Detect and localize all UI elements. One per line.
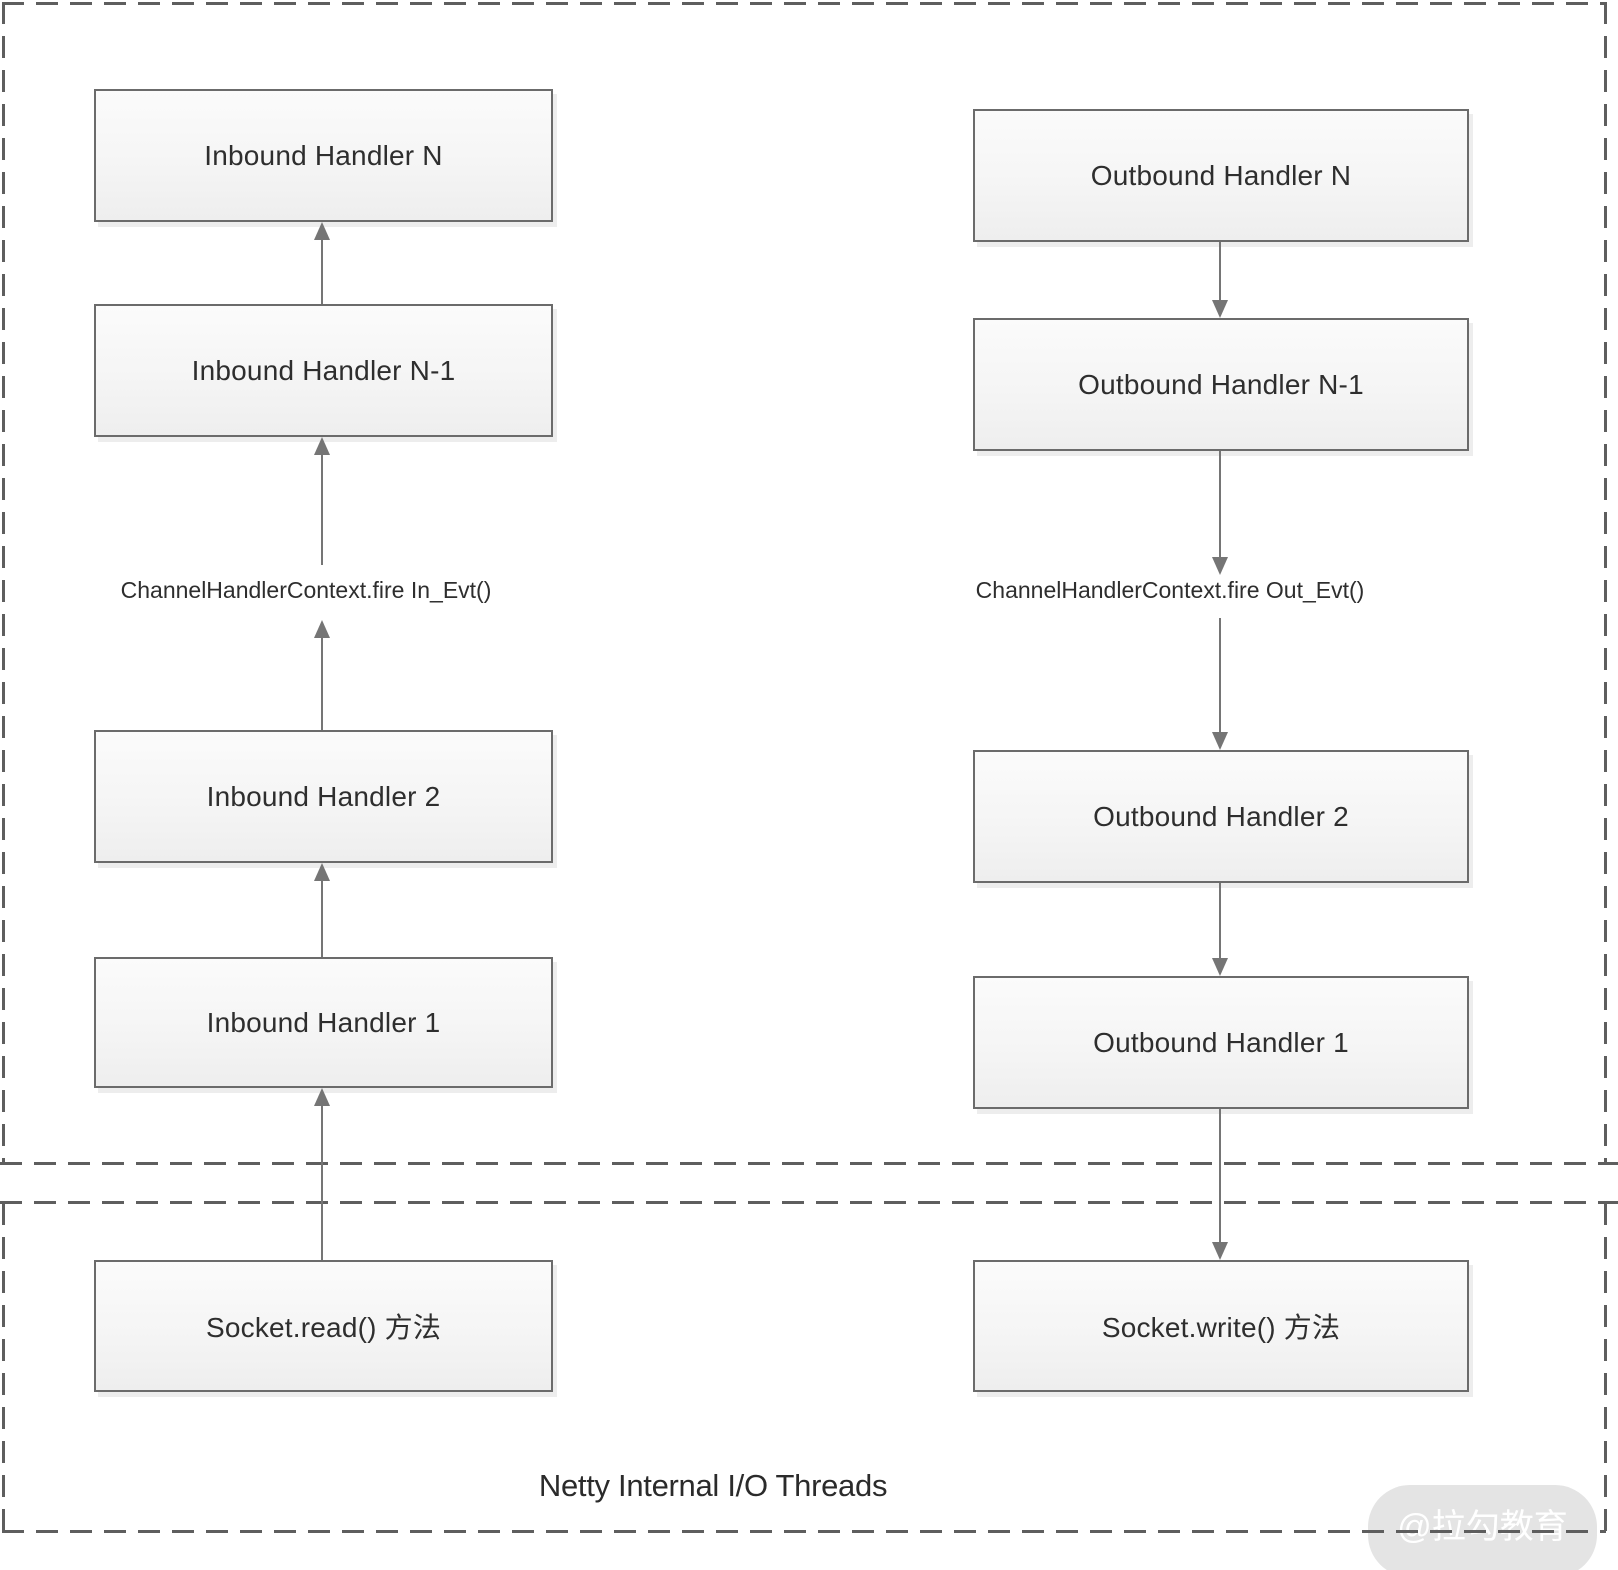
outbound-handler-n1-label: Outbound Handler N-1 bbox=[1078, 368, 1364, 400]
watermark-badge: @拉勾教育 bbox=[1368, 1485, 1597, 1570]
up-arrow-icon bbox=[314, 620, 330, 730]
outbound-handler-1-label: Outbound Handler 1 bbox=[1093, 1026, 1349, 1058]
arrowhead-up-icon bbox=[314, 222, 330, 240]
down-arrow-icon bbox=[1212, 618, 1228, 750]
inbound-handler-n1-box: Inbound Handler N-1 bbox=[94, 304, 553, 437]
inbound-handler-1-label: Inbound Handler 1 bbox=[206, 1006, 441, 1038]
watermark-text: @拉勾教育 bbox=[1397, 1508, 1568, 1546]
arrow-line bbox=[1219, 1109, 1221, 1245]
down-arrow-icon bbox=[1212, 242, 1228, 318]
up-arrow-icon bbox=[314, 437, 330, 565]
arrowhead-down-icon bbox=[1212, 300, 1228, 318]
arrow-line bbox=[321, 878, 323, 957]
outbound-handler-n-label: Outbound Handler N bbox=[1090, 159, 1352, 191]
footer-title: Netty Internal I/O Threads bbox=[538, 1468, 888, 1503]
inbound-handler-n-box: Inbound Handler N bbox=[94, 89, 553, 222]
arrowhead-down-icon bbox=[1212, 732, 1228, 750]
down-arrow-icon bbox=[1212, 451, 1228, 575]
inbound-handler-n-label: Inbound Handler N bbox=[204, 139, 443, 171]
up-arrow-icon bbox=[314, 1088, 330, 1260]
arrow-line bbox=[321, 635, 323, 730]
arrow-line bbox=[321, 1103, 323, 1260]
arrow-line bbox=[321, 452, 323, 565]
outbound-handler-n1-box: Outbound Handler N-1 bbox=[973, 318, 1469, 451]
arrowhead-down-icon bbox=[1212, 958, 1228, 976]
outbound-handler-n-box: Outbound Handler N bbox=[973, 109, 1469, 242]
inbound-event-label: ChannelHandlerContext.fire In_Evt() bbox=[120, 577, 492, 603]
down-arrow-icon bbox=[1212, 883, 1228, 976]
arrow-line bbox=[1219, 883, 1221, 961]
inbound-handler-n1-label: Inbound Handler N-1 bbox=[191, 354, 456, 386]
arrow-line bbox=[1219, 618, 1221, 735]
outbound-handler-2-box: Outbound Handler 2 bbox=[973, 750, 1469, 883]
arrow-line bbox=[1219, 242, 1221, 303]
inbound-handler-2-label: Inbound Handler 2 bbox=[206, 780, 441, 812]
arrowhead-down-icon bbox=[1212, 1242, 1228, 1260]
arrow-line bbox=[321, 237, 323, 304]
outbound-handler-1-box: Outbound Handler 1 bbox=[973, 976, 1469, 1109]
arrowhead-down-icon bbox=[1212, 557, 1228, 575]
inbound-handler-2-box: Inbound Handler 2 bbox=[94, 730, 553, 863]
socket-read-box: Socket.read() 方法 bbox=[94, 1260, 553, 1392]
arrowhead-up-icon bbox=[314, 620, 330, 638]
up-arrow-icon bbox=[314, 222, 330, 304]
inbound-handler-1-box: Inbound Handler 1 bbox=[94, 957, 553, 1088]
arrowhead-up-icon bbox=[314, 1088, 330, 1106]
arrowhead-up-icon bbox=[314, 863, 330, 881]
outbound-handler-2-label: Outbound Handler 2 bbox=[1093, 800, 1349, 832]
arrowhead-up-icon bbox=[314, 437, 330, 455]
up-arrow-icon bbox=[314, 863, 330, 957]
socket-write-label: Socket.write() 方法 bbox=[1101, 1312, 1341, 1343]
outbound-event-label: ChannelHandlerContext.fire Out_Evt() bbox=[975, 577, 1365, 603]
socket-read-label: Socket.read() 方法 bbox=[205, 1312, 442, 1343]
socket-write-box: Socket.write() 方法 bbox=[973, 1260, 1469, 1392]
down-arrow-icon bbox=[1212, 1109, 1228, 1260]
arrow-line bbox=[1219, 451, 1221, 560]
